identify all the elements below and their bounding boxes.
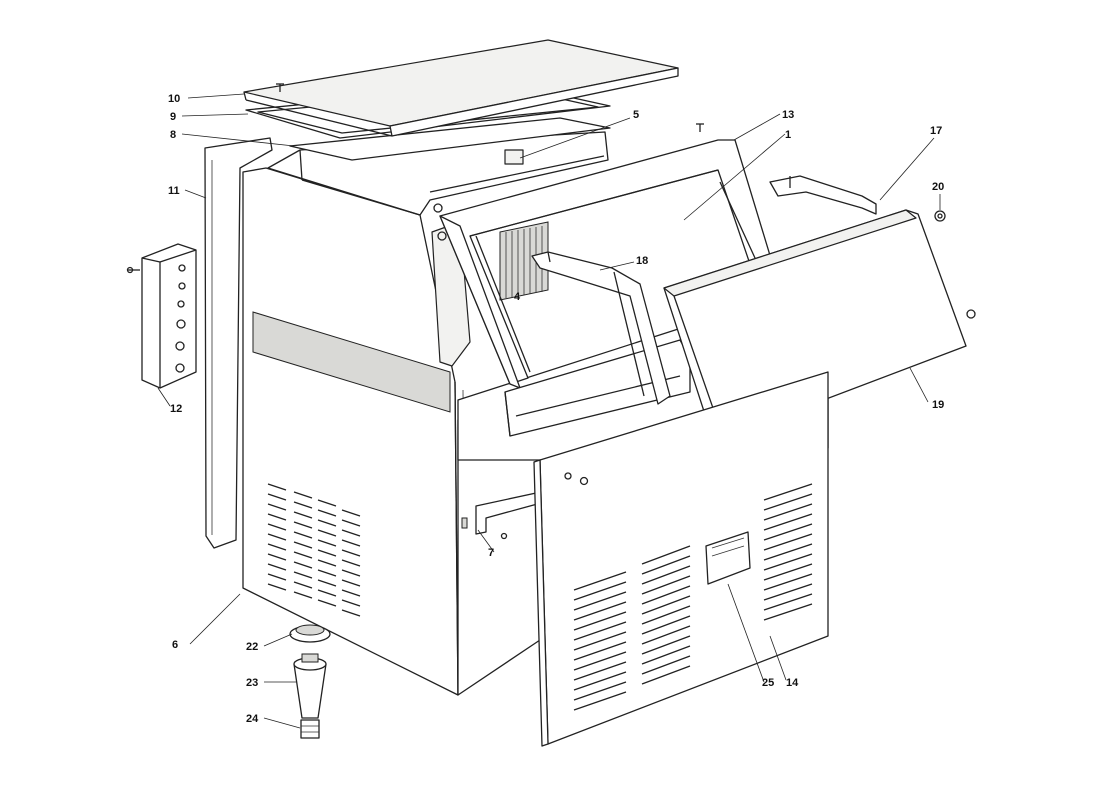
foot-assembly — [289, 624, 331, 739]
callout-20: 20 — [932, 181, 944, 193]
callout-18: 18 — [636, 255, 648, 267]
door-bracket — [769, 175, 877, 215]
rating-plate — [705, 531, 751, 585]
callout-17: 17 — [930, 125, 942, 137]
front-door-frame — [433, 123, 773, 389]
louvre-column — [763, 483, 813, 621]
callout-labels: 10 9 8 11 12 5 13 1 17 20 18 4 19 7 6 22… — [168, 93, 944, 725]
louvre-column — [267, 483, 287, 591]
callout-12: 12 — [170, 403, 182, 415]
rear-panel — [204, 137, 273, 549]
front-louvres — [573, 483, 813, 711]
callout-6: 6 — [172, 639, 178, 651]
callout-25: 25 — [762, 677, 774, 689]
leader-lines — [157, 93, 941, 729]
callout-14: 14 — [786, 677, 799, 689]
callout-13: 13 — [782, 109, 794, 121]
louvre-column — [341, 509, 361, 617]
callout-7: 7 — [488, 547, 494, 559]
callout-22: 22 — [246, 641, 258, 653]
louvre-column — [293, 491, 313, 599]
callout-5: 5 — [633, 109, 639, 121]
callout-11: 11 — [168, 185, 180, 197]
louvre-column — [573, 571, 627, 711]
control-panel — [126, 243, 197, 389]
callout-23: 23 — [246, 677, 258, 689]
top-gasket — [289, 117, 611, 161]
callout-8: 8 — [170, 129, 176, 141]
foot-body — [293, 663, 327, 719]
callout-9: 9 — [170, 111, 176, 123]
louvre-column — [641, 545, 691, 685]
callout-24: 24 — [246, 713, 259, 725]
top-lid — [243, 39, 679, 137]
foot-nut — [300, 719, 320, 739]
callout-10: 10 — [168, 93, 180, 105]
front-door — [663, 209, 976, 441]
callout-1: 1 — [785, 129, 791, 141]
washer — [934, 210, 946, 222]
ice-deflector — [531, 251, 671, 405]
louvre-column — [317, 499, 337, 607]
callout-4: 4 — [514, 291, 521, 303]
side-louvres — [267, 483, 361, 617]
callout-19: 19 — [932, 399, 944, 411]
